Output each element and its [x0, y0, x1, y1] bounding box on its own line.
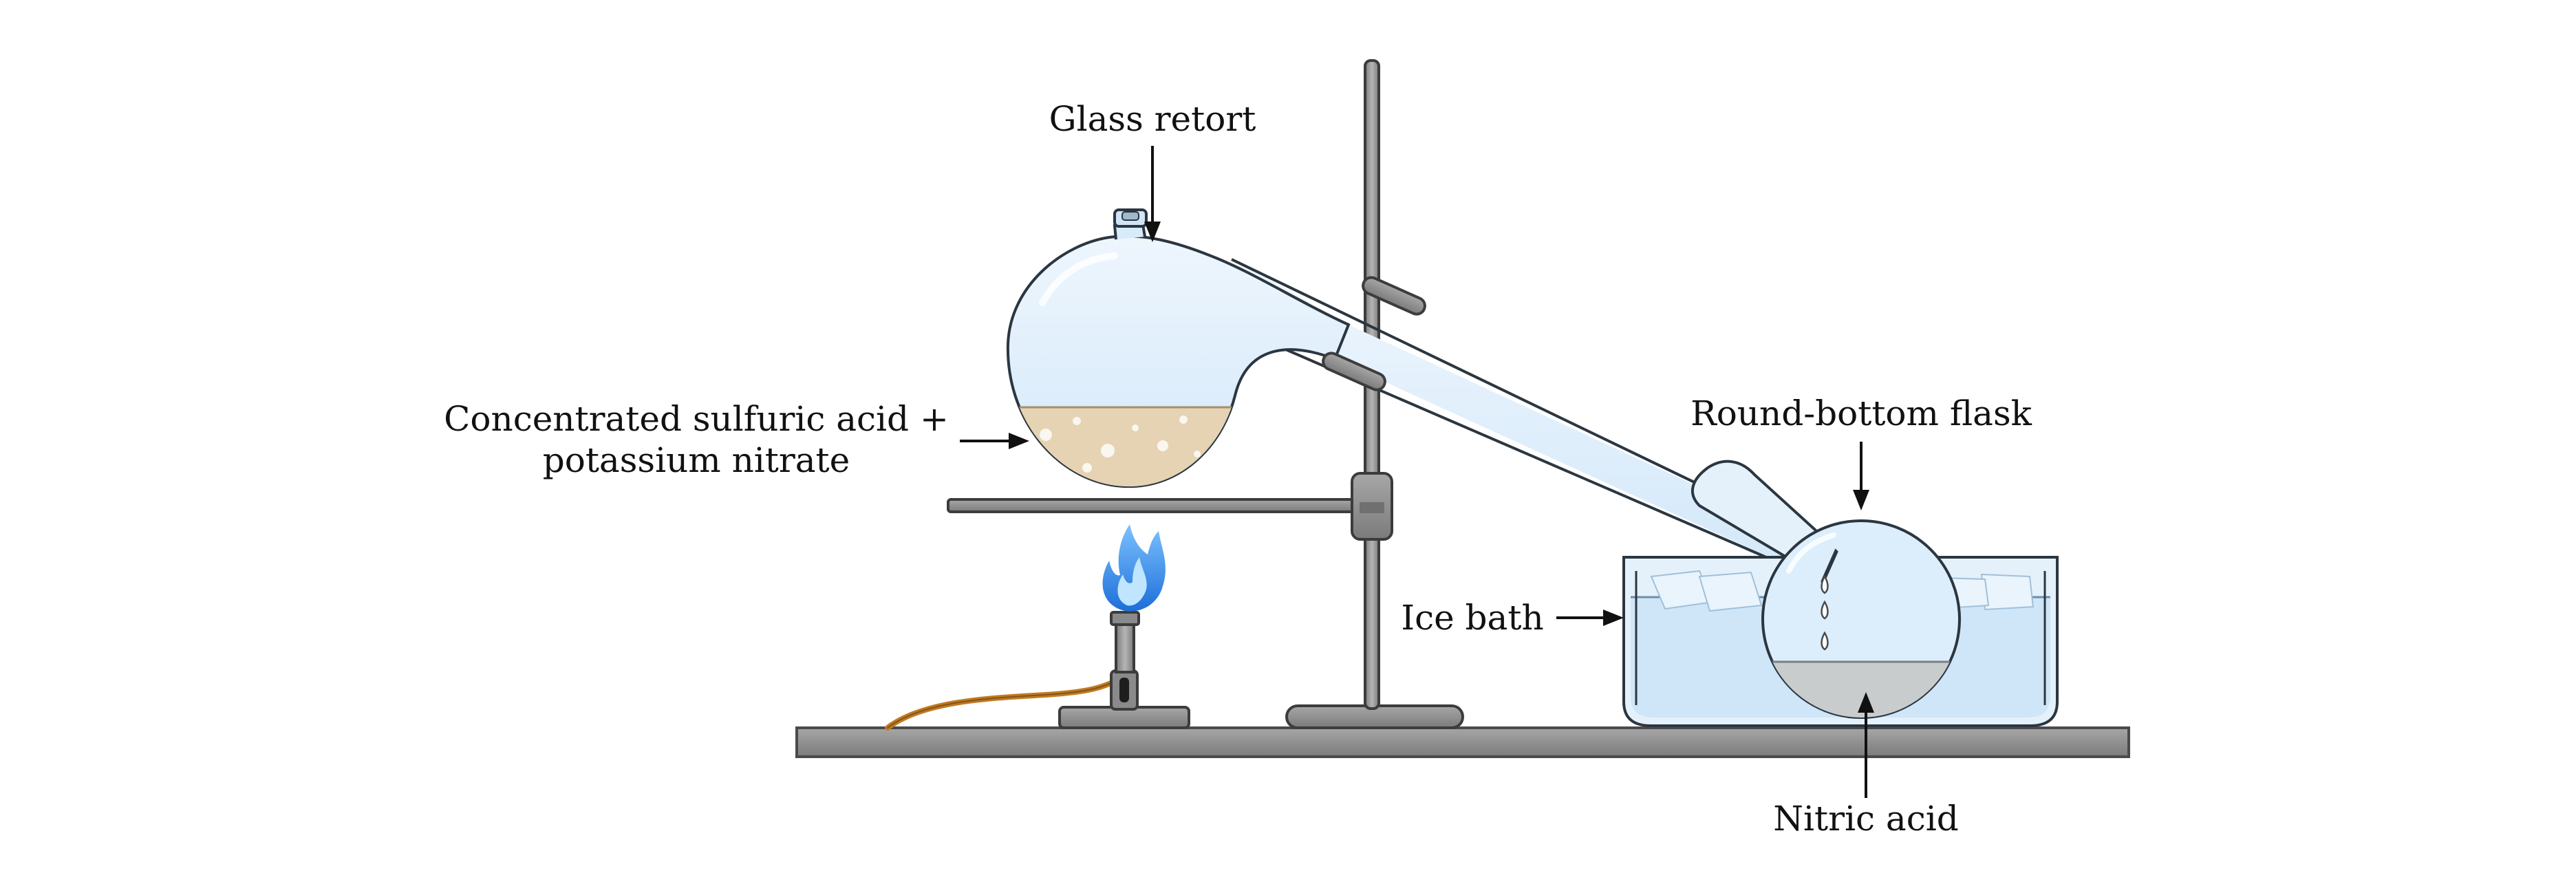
label-round-bottom-flask: Round-bottom flask [1690, 393, 2032, 433]
flame-icon [1102, 524, 1166, 612]
label-glass-retort: Glass retort [1049, 99, 1256, 139]
label-reagents-line1: Concentrated sulfuric acid + [444, 399, 949, 439]
distillate-drops [1821, 574, 1829, 651]
label-reagents-line2: potassium nitrate [543, 440, 850, 480]
label-nitric-acid: Nitric acid [1773, 799, 1958, 839]
annotation-reagents: Concentrated sulfuric acid + potassium n… [444, 399, 1029, 480]
lower-clamp [1322, 352, 1386, 391]
annotation-round-bottom-flask: Round-bottom flask [1690, 393, 2032, 510]
annotation-nitric-acid: Nitric acid [1773, 692, 1959, 839]
label-ice-bath: Ice bath [1401, 598, 1543, 638]
support-rod [947, 498, 1361, 513]
bunsen-burner-icon [1058, 611, 1190, 729]
annotation-ice-bath: Ice bath [1401, 598, 1624, 638]
clamp-icon [1351, 472, 1393, 541]
annotation-glass-retort: Glass retort [1049, 99, 1256, 242]
upper-clamp [1362, 276, 1426, 316]
reagent-mixture [1007, 406, 1280, 487]
bench-top [795, 726, 2130, 758]
